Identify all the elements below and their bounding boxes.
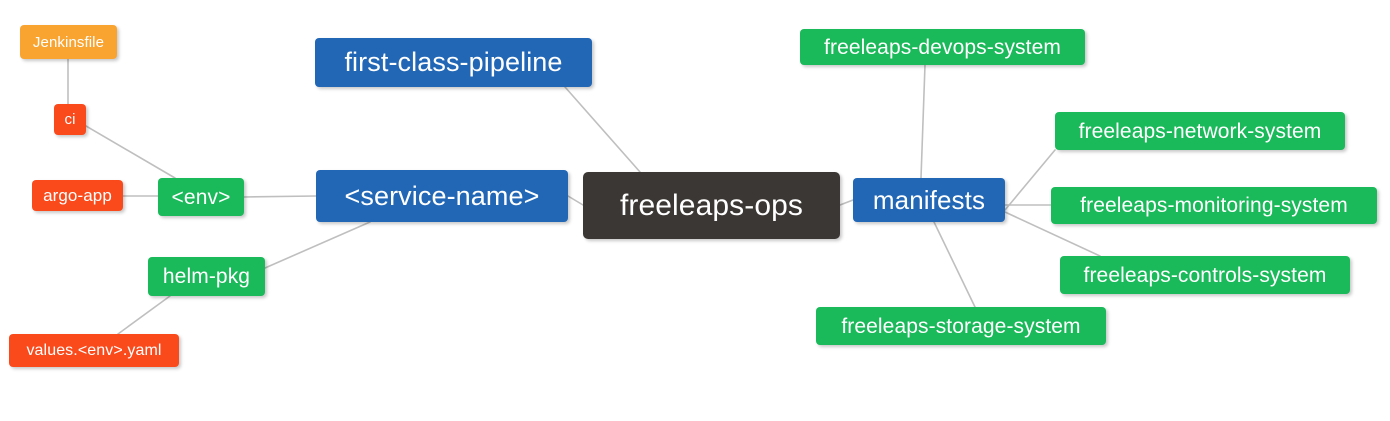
mindmap-node-ci[interactable]: ci — [54, 104, 86, 135]
mindmap-node-freeleaps-monitoring-system[interactable]: freeleaps-monitoring-system — [1051, 187, 1377, 224]
mindmap-node-service-name[interactable]: <service-name> — [316, 170, 568, 222]
mindmap-node-freeleaps-storage-system[interactable]: freeleaps-storage-system — [816, 307, 1106, 345]
mindmap-node-freeleaps-network-system[interactable]: freeleaps-network-system — [1055, 112, 1345, 150]
edge-freeleaps-ops-to-first-class-pipeline — [564, 86, 641, 173]
edge-freeleaps-ops-to-service-name — [567, 195, 584, 206]
mindmap-node-helm-pkg[interactable]: helm-pkg — [148, 257, 265, 296]
edge-helm-pkg-to-values-env-yaml — [117, 295, 171, 335]
mindmap-node-values-env-yaml[interactable]: values.<env>.yaml — [9, 334, 179, 367]
edge-service-name-to-env — [243, 195, 317, 198]
mindmap-node-freeleaps-ops[interactable]: freeleaps-ops — [583, 172, 840, 239]
mindmap-node-jenkinsfile[interactable]: Jenkinsfile — [20, 25, 117, 59]
edge-manifests-to-freeleaps-storage-system — [933, 221, 976, 308]
edge-freeleaps-ops-to-manifests — [839, 199, 854, 206]
edge-manifests-to-freeleaps-devops-system — [920, 64, 926, 179]
edge-service-name-to-helm-pkg — [264, 221, 371, 269]
mindmap-node-freeleaps-devops-system[interactable]: freeleaps-devops-system — [800, 29, 1085, 65]
edge-env-to-ci — [85, 125, 176, 179]
mindmap-node-argo-app[interactable]: argo-app — [32, 180, 123, 211]
edge-manifests-to-freeleaps-network-system — [1004, 149, 1056, 211]
mindmap-node-manifests[interactable]: manifests — [853, 178, 1005, 222]
mindmap-node-freeleaps-controls-system[interactable]: freeleaps-controls-system — [1060, 256, 1350, 294]
mindmap-node-first-class-pipeline[interactable]: first-class-pipeline — [315, 38, 592, 87]
mindmap-node-env[interactable]: <env> — [158, 178, 244, 216]
